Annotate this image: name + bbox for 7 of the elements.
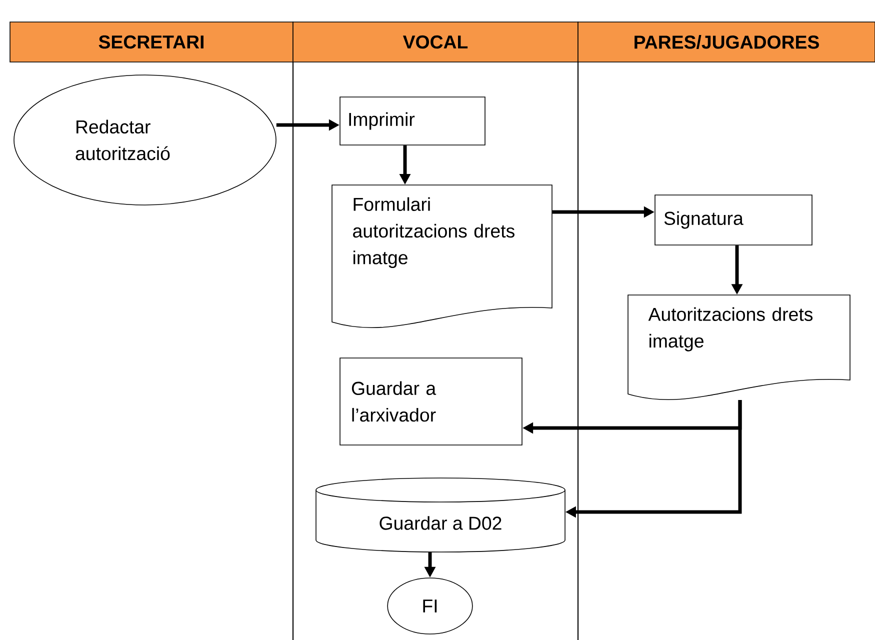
lane-header: VOCAL [292, 22, 578, 62]
lane-header: SECRETARI [10, 22, 294, 62]
process-box: Signatura [654, 194, 812, 246]
process-box: Imprimir [340, 96, 486, 146]
process-box: Guardar a l’arxivador [340, 358, 522, 446]
database-cylinder: Guardar a D02 [316, 478, 566, 552]
lane-header: PARES/JUGADORES [578, 22, 875, 62]
